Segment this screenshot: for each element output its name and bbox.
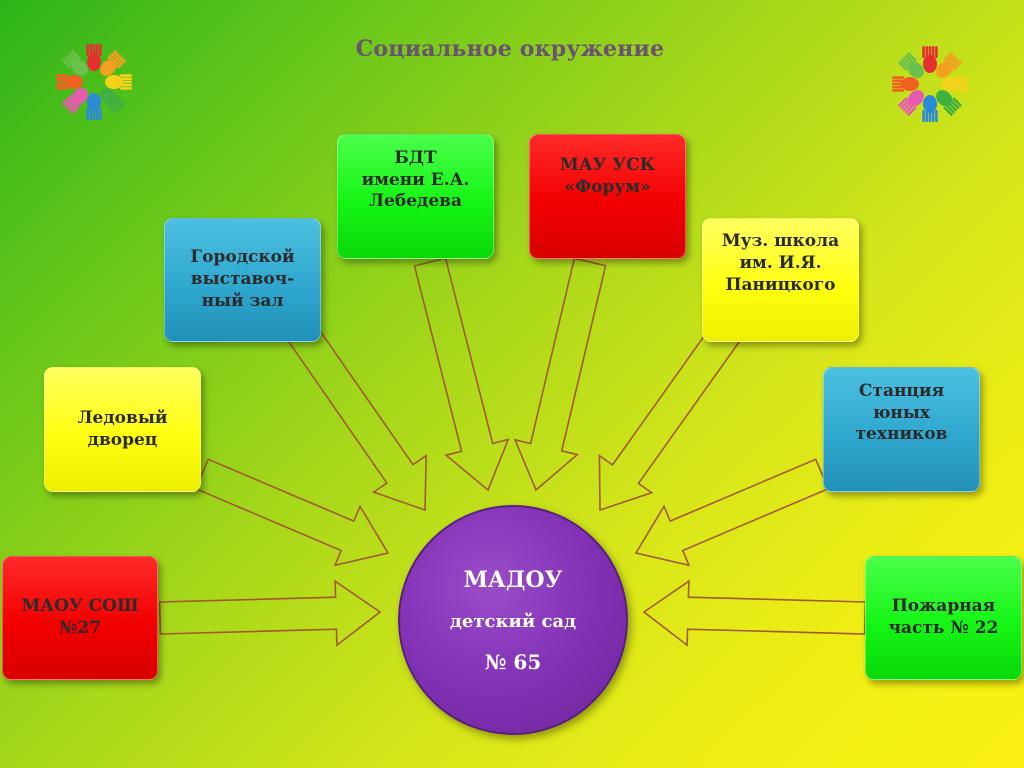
node-ice-palace: Ледовый дворец (44, 367, 201, 492)
node-label: Городской выставоч- ный зал (190, 247, 295, 311)
node-label: Станция юных техников (855, 380, 948, 445)
node-label: Ледовый дворец (77, 407, 168, 450)
node-label: Муз. школа им. И.Я. Паницкого (721, 231, 840, 295)
node-mau-usk: МАУ УСК «Форум» (529, 134, 686, 259)
center-node-madou: МАДОУ детский сад № 65 (398, 505, 628, 735)
arrow-fire-station (642, 579, 867, 647)
node-maou-sosh: МАОУ СОШ №27 (2, 556, 158, 680)
node-bdt: БДТ имени Е.А. Лебедева (337, 134, 494, 259)
node-label: Пожарная часть № 22 (888, 596, 999, 638)
arrow-young-technicians (634, 458, 830, 567)
node-young-technicians: Станция юных техников (823, 367, 980, 492)
slide-title: Социальное окружение (355, 36, 665, 62)
arrow-maou-sosh (158, 579, 382, 647)
arrow-music-school (598, 319, 743, 512)
node-label: БДТ имени Е.А. Лебедева (361, 147, 470, 212)
hands-logo-icon (56, 44, 132, 120)
arrow-bdt (413, 257, 510, 492)
center-line-3: № 65 (484, 649, 542, 674)
node-fire-station: Пожарная часть № 22 (865, 556, 1022, 680)
center-line-1: МАДОУ (463, 566, 563, 593)
node-music-school: Муз. школа им. И.Я. Паницкого (702, 218, 859, 342)
center-line-2: детский сад (449, 610, 577, 632)
node-label: МАУ УСК «Форум» (559, 154, 656, 197)
arrow-exhibition-hall (285, 319, 428, 512)
hands-logo-icon (892, 46, 968, 122)
node-label: МАОУ СОШ №27 (21, 596, 139, 638)
arrow-ice-palace (194, 458, 390, 567)
arrow-mau-usk (513, 257, 607, 492)
node-exhibition-hall: Городской выставоч- ный зал (164, 218, 321, 342)
